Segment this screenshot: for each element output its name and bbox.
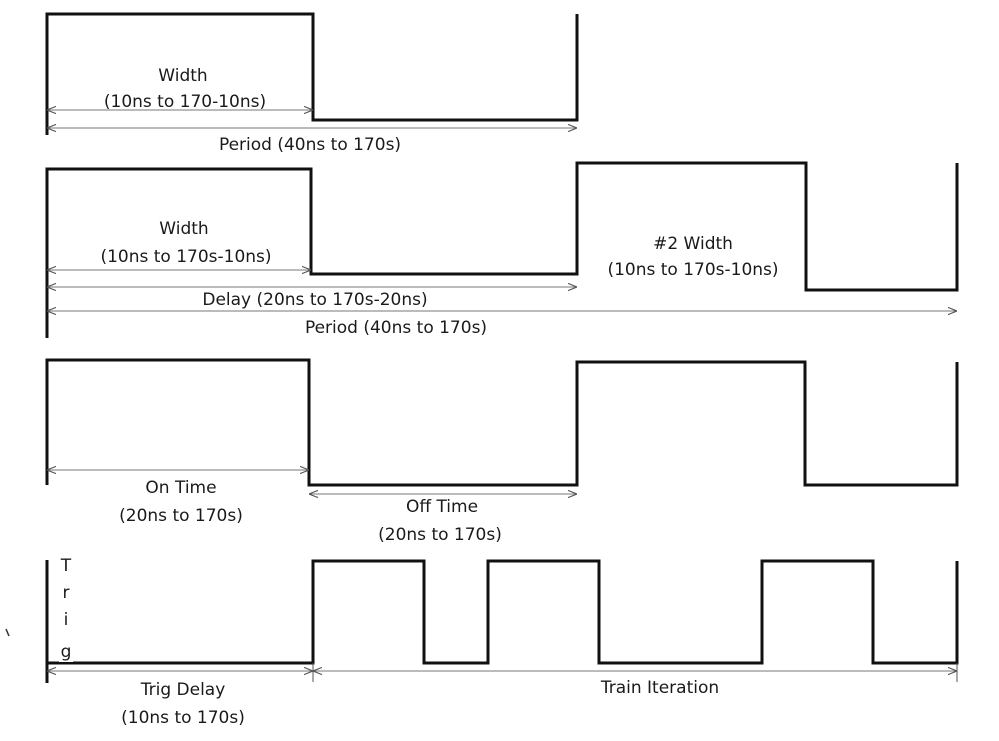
panel-on-off	[45, 358, 959, 494]
delay-label: Delay (20ns to 170s-20ns)	[200, 290, 430, 310]
train-iteration-label: Train Iteration	[600, 678, 720, 698]
trig-letter-t: T	[60, 556, 72, 576]
width-label: Width	[158, 66, 208, 86]
off-time-range-label: (20ns to 170s)	[378, 525, 502, 545]
width-range-label: (10ns to 170s-10ns)	[100, 247, 272, 267]
second-width-range-label: (10ns to 170s-10ns)	[607, 260, 779, 280]
waveform-single-pulse	[45, 12, 579, 135]
width-label: Width	[159, 219, 209, 239]
waveform-trigger-train	[45, 559, 959, 683]
waveform-double-pulse	[45, 161, 959, 338]
width-range-label: (10ns to 170-10ns)	[103, 92, 267, 112]
on-time-label: On Time	[145, 478, 217, 498]
second-width-label: #2 Width	[653, 234, 733, 254]
panel-single-pulse	[45, 12, 579, 135]
period-label: Period (40ns to 170s)	[302, 318, 490, 338]
trig-letter-r: r	[62, 583, 70, 603]
trig-delay-label: Trig Delay	[140, 680, 226, 700]
on-time-range-label: (20ns to 170s)	[119, 506, 243, 526]
period-label: Period (40ns to 170s)	[216, 135, 404, 155]
waveform-on-off	[45, 358, 959, 487]
stray-tick-mark	[5, 628, 10, 637]
trig-letter-i: i	[63, 610, 69, 630]
panel-double-pulse	[45, 161, 959, 338]
trig-letter-g: g	[59, 642, 73, 662]
panel-trigger-train	[5, 559, 959, 683]
off-time-label: Off Time	[405, 497, 479, 517]
trig-delay-range-label: (10ns to 170s)	[121, 708, 245, 728]
